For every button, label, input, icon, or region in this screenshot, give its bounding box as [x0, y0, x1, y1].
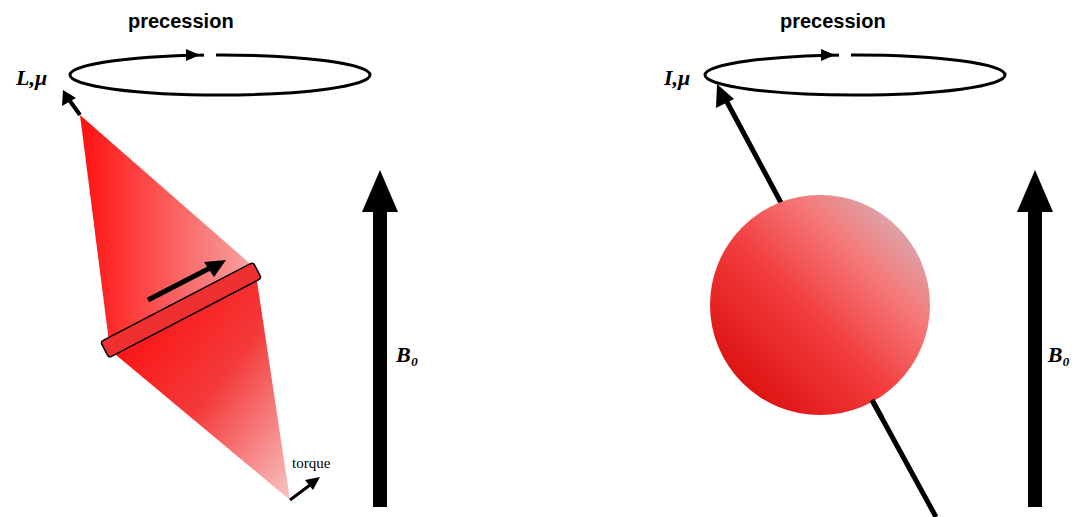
field-arrow: [1017, 170, 1053, 507]
angular-momentum-arrow: [62, 90, 80, 115]
precession-label: precession: [128, 10, 234, 32]
torque-arrow: [290, 477, 320, 500]
torque-label: torque: [292, 455, 330, 472]
field-label: B₀: [396, 343, 418, 367]
precession-loop: [70, 49, 370, 95]
precession-label: precession: [780, 10, 886, 32]
vector-label: I,μ: [664, 66, 690, 90]
precession-loop: [705, 49, 1005, 95]
spinning-top: [80, 115, 290, 500]
vector-label: L,μ: [16, 66, 47, 90]
field-arrow: [362, 170, 398, 507]
spin-axis: [872, 400, 882, 418]
nucleus-sphere: [710, 195, 930, 415]
field-label: B₀: [1048, 343, 1070, 367]
